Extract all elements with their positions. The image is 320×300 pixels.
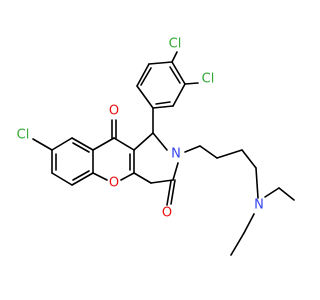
bond (184, 82, 199, 85)
chlorine-atom: Cl (17, 128, 30, 143)
bond (51, 172, 73, 186)
bond (51, 137, 73, 151)
bond (113, 137, 135, 151)
bond (72, 170, 90, 181)
atom-label-nitrogen: N (171, 147, 181, 162)
bond (92, 137, 115, 151)
atom-label-nitrogen: N (254, 198, 264, 213)
atom-label-oxygen: O (109, 104, 119, 119)
atom-label-chlorine: Cl (202, 72, 215, 87)
oxygen-atom: O (109, 104, 119, 119)
bond (166, 180, 172, 206)
bond (133, 132, 154, 151)
chlorine-atom: Cl (169, 37, 182, 52)
atom-label-oxygen: O (162, 206, 172, 221)
bond (136, 63, 150, 87)
nitrogen-atom: N (171, 147, 181, 162)
atom-label-chlorine: Cl (169, 37, 182, 52)
bond (170, 179, 176, 205)
bond (243, 213, 255, 234)
bond (278, 187, 295, 201)
bond (216, 149, 243, 159)
oxygen-atom: O (109, 176, 119, 191)
bond (172, 83, 186, 107)
chlorine-atom: Cl (202, 72, 215, 87)
bond (171, 51, 178, 63)
bond (150, 179, 174, 184)
oxygen-atom: O (162, 206, 172, 221)
bond (148, 61, 173, 65)
bond (140, 67, 152, 86)
bond (32, 138, 53, 151)
bond (264, 187, 280, 198)
bond (255, 167, 259, 199)
bond (133, 172, 152, 184)
bond (241, 149, 257, 169)
bond (92, 172, 108, 181)
atom-label-oxygen: O (109, 176, 119, 191)
bond (71, 137, 94, 151)
bond-layer (32, 51, 295, 256)
bond (152, 132, 168, 151)
bond (155, 101, 171, 105)
bond (199, 145, 218, 159)
bond (72, 142, 90, 153)
molecule-structure-diagram: Cl Cl Cl O O O N N (17, 37, 295, 256)
bond (120, 172, 135, 181)
atom-label-chlorine: Cl (17, 128, 30, 143)
bond (136, 85, 154, 109)
bond (71, 172, 94, 186)
bond (171, 61, 186, 85)
bond (172, 162, 179, 181)
bond (169, 66, 181, 84)
bond (230, 232, 245, 256)
bond (184, 145, 201, 153)
bond (152, 105, 174, 109)
atom-label-layer: Cl Cl Cl O O O N N (17, 37, 264, 221)
nitrogen-atom: N (254, 198, 264, 213)
